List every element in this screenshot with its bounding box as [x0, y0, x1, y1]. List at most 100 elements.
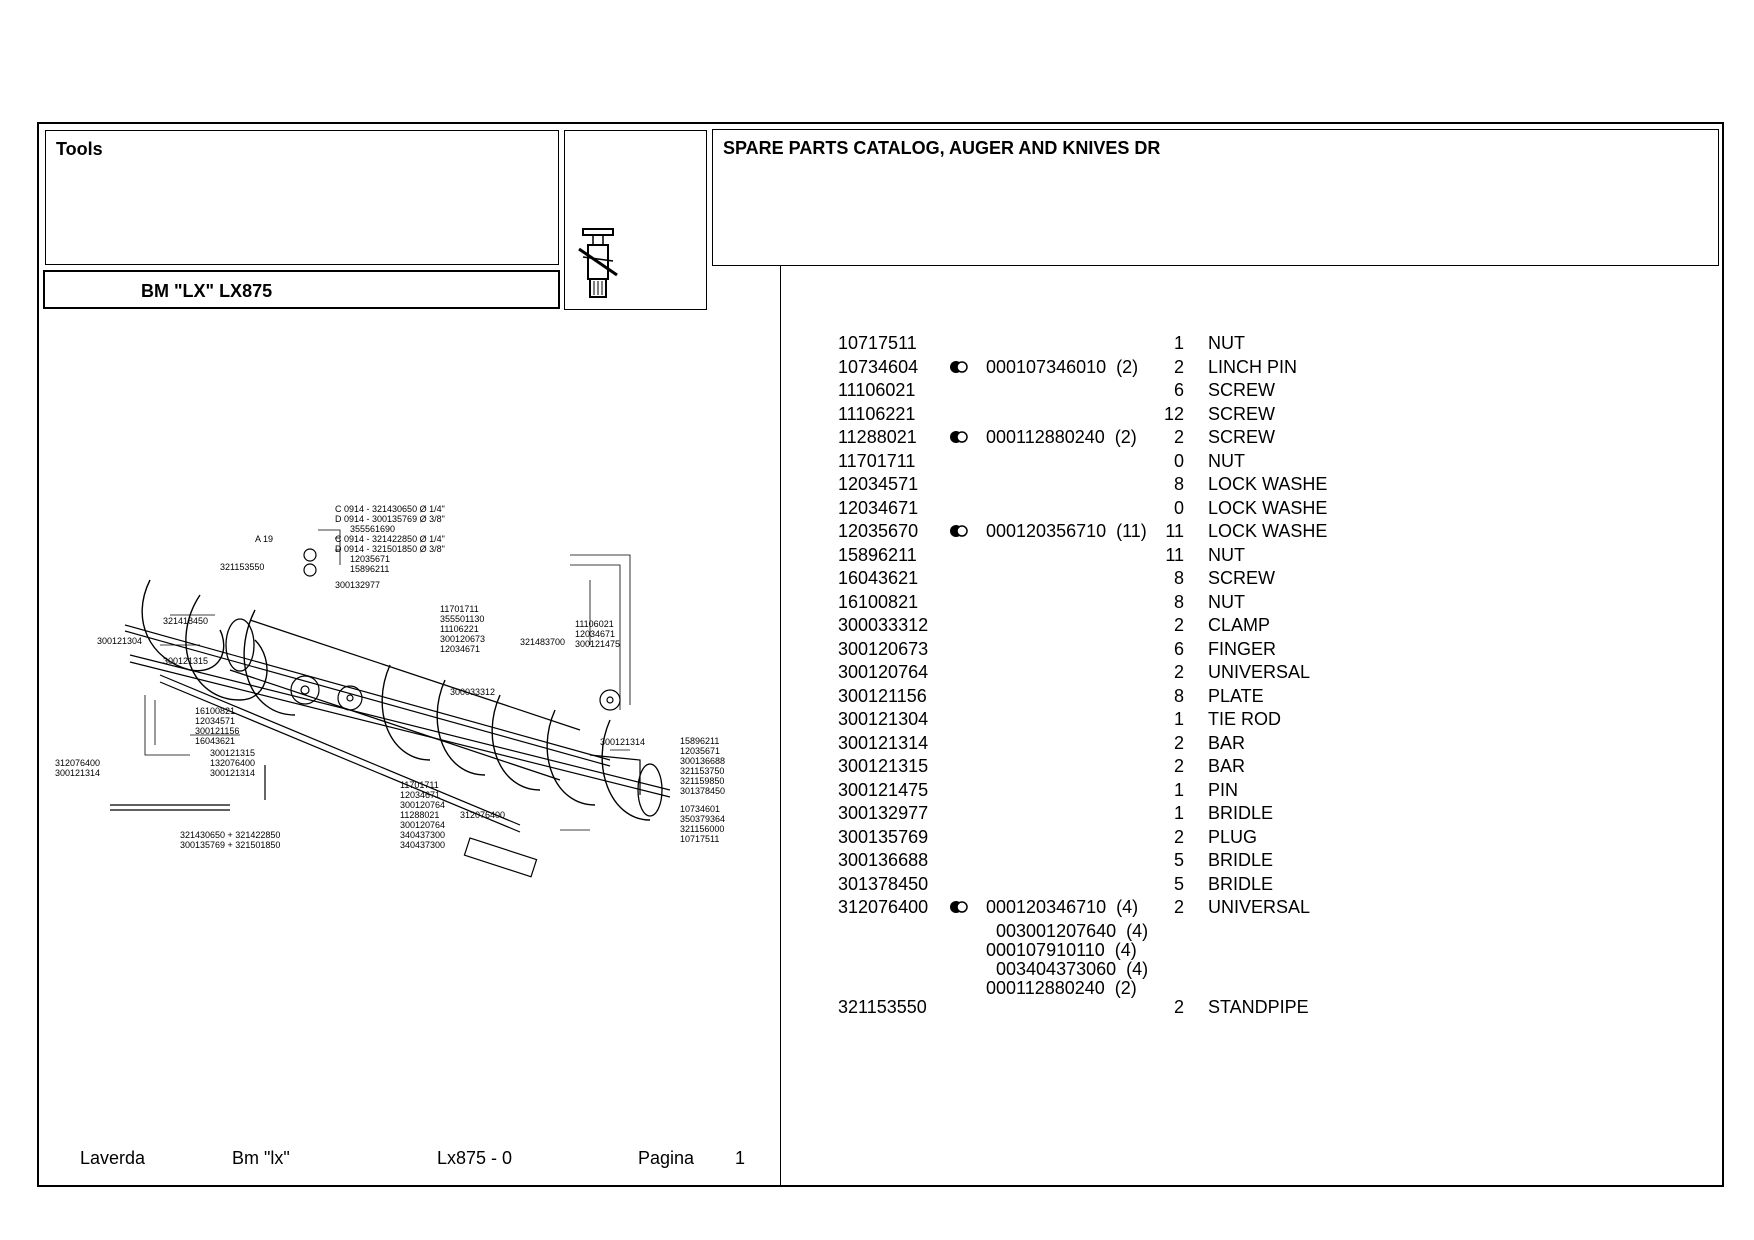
part-description: STANDPIPE — [1208, 997, 1309, 1017]
part-description: FINGER — [1208, 638, 1277, 659]
part-qty: 11 — [1165, 521, 1184, 541]
footer-model: Bm "lx" — [232, 1148, 290, 1168]
column-divider — [780, 266, 781, 1186]
label-bottom-left-2: 300135769 + 321501850 — [180, 840, 280, 850]
part-qty: 0 — [1173, 450, 1184, 471]
label-11288021: 11288021 — [400, 810, 439, 820]
footer: Laverda Bm "lx" Lx875 - 0 Pagina 1 — [45, 1148, 775, 1174]
part-number: 12034671 — [838, 497, 919, 518]
drive-shaft — [110, 765, 538, 878]
label-12034671c: 12034671 — [400, 790, 440, 800]
page-frame — [37, 122, 1724, 1187]
sub-alternate-2: 000107910110 (4) — [986, 940, 1137, 960]
part-description: NUT — [1208, 591, 1245, 612]
part-qty: 6 — [1173, 380, 1184, 400]
alternate-indicator-icon — [950, 360, 968, 373]
footer-code: Lx875 - 0 — [437, 1148, 513, 1168]
part-description: BAR — [1208, 732, 1246, 753]
part-number: 16100821 — [838, 591, 919, 612]
part-description: PLUG — [1208, 826, 1258, 847]
label-a19: A 19 — [255, 534, 273, 544]
icon-box — [564, 130, 707, 310]
auger-tube — [225, 618, 663, 817]
part-description: LOCK WASHE — [1208, 497, 1328, 518]
part-qty: 11 — [1165, 544, 1184, 565]
part-qty: 8 — [1173, 685, 1184, 706]
label-340437300: 340437300 — [400, 830, 445, 840]
part-qty: 0 — [1173, 497, 1184, 518]
parts-row: 11701711 0 NUT — [838, 451, 1698, 474]
part-number: 15896211 — [838, 544, 917, 565]
part-qty: 2 — [1173, 897, 1184, 917]
part-qty: 2 — [1173, 662, 1184, 682]
footer-page-number: 1 — [735, 1148, 746, 1168]
part-number: 300121156 — [838, 685, 927, 706]
part-qty: 2 — [1173, 615, 1184, 635]
part-qty: 12 — [1163, 403, 1184, 424]
label-bottom-left-1: 321430650 + 321422850 — [180, 830, 280, 840]
part-description: BRIDLE — [1208, 873, 1274, 894]
part-alternate: 000112880240 (2) — [986, 427, 1137, 447]
part-qty: 8 — [1173, 591, 1184, 612]
label-c0914-321430650: C 0914 - 321430650 Ø 1/4" — [335, 504, 445, 514]
label-300121314: 300121314 — [210, 768, 255, 778]
model-box: BM "LX" LX875 — [43, 270, 560, 309]
part-number: 300121475 — [838, 779, 929, 800]
part-number: 16043621 — [838, 568, 919, 588]
label-355561690: 355561690 — [350, 524, 395, 534]
part-alternate: 000120356710 (11) — [986, 521, 1147, 541]
part-alternate: 000107346010 (2) — [986, 356, 1139, 377]
part-description: NUT — [1208, 544, 1245, 565]
part-description: SCREW — [1208, 427, 1275, 447]
part-description: PIN — [1208, 779, 1239, 800]
part-description: LOCK WASHE — [1208, 474, 1328, 494]
label-300121315b: 300121315 — [210, 748, 255, 758]
catalog-title-box: SPARE PARTS CATALOG, AUGER AND KNIVES DR — [712, 129, 1719, 266]
part-qty: 5 — [1173, 873, 1184, 894]
label-300120764b: 300120764 — [400, 820, 445, 830]
part-description: UNIVERSAL — [1208, 662, 1311, 682]
part-description: BAR — [1208, 756, 1246, 776]
tie-rods — [124, 624, 671, 833]
label-11701711: 11701711 — [440, 604, 479, 614]
part-number: 300136688 — [838, 850, 929, 870]
part-description: BRIDLE — [1208, 803, 1274, 823]
alternate-indicator-icon — [950, 431, 968, 443]
part-description: NUT — [1208, 333, 1245, 353]
label-300121156: 300121156 — [195, 726, 239, 736]
part-description: NUT — [1208, 450, 1245, 471]
sprockets — [290, 548, 621, 711]
part-description: UNIVERSAL — [1208, 897, 1311, 917]
part-description: PLATE — [1208, 685, 1264, 706]
tools-label: Tools — [56, 139, 103, 159]
label-15896211b: 15896211 — [680, 736, 719, 746]
part-number: 10717511 — [838, 333, 917, 353]
part-qty: 5 — [1173, 850, 1184, 870]
sub-alternate-4: 000112880240 (2) — [986, 978, 1137, 998]
label-10717511: 10717511 — [680, 834, 719, 844]
label-321159850: 321159850 — [680, 776, 724, 786]
part-number: 11106221 — [838, 403, 916, 424]
part-description: BRIDLE — [1208, 850, 1274, 870]
label-300136688: 300136688 — [680, 756, 725, 766]
label-132076400: 132076400 — [210, 758, 255, 768]
alternate-indicator-icon — [950, 525, 968, 537]
part-number: 11701711 — [838, 450, 916, 471]
part-qty: 8 — [1173, 568, 1184, 588]
part-qty: 1 — [1173, 333, 1184, 353]
part-number: 11288021 — [838, 427, 917, 447]
part-number: 300120673 — [838, 638, 929, 659]
parts-row: 300121156 8 PLATE — [838, 686, 1698, 709]
label-355501130: 355501130 — [440, 614, 484, 624]
parts-row: 10717511 1 NUT — [838, 333, 1698, 356]
label-12035671b: 12035671 — [680, 746, 720, 756]
